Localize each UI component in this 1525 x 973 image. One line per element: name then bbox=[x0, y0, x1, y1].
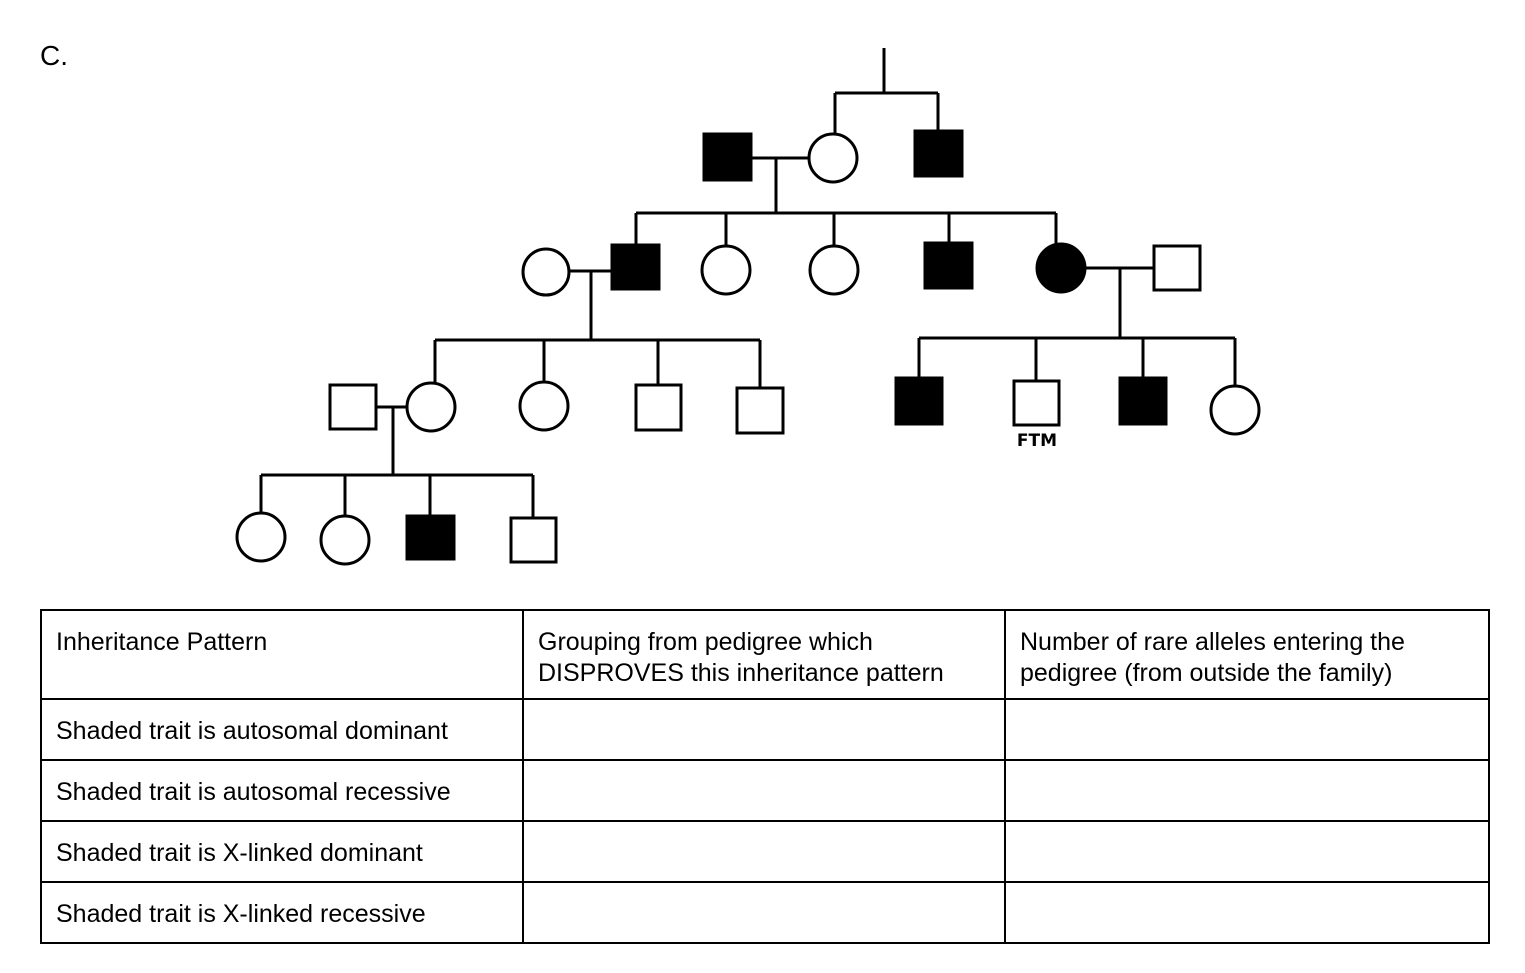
gen2-female-affected bbox=[1035, 242, 1087, 294]
gen3-male-affected-2 bbox=[1118, 376, 1168, 426]
grouping-answer-cell[interactable] bbox=[522, 820, 1006, 883]
gen2-male-affected-2 bbox=[923, 241, 974, 290]
table-row: Shaded trait is autosomal recessive bbox=[40, 759, 1490, 822]
gen4-female-unaffected-2 bbox=[319, 514, 371, 566]
pattern-cell: Shaded trait is autosomal recessive bbox=[40, 759, 524, 822]
alleles-answer-cell[interactable] bbox=[1004, 759, 1490, 822]
pedigree-lines bbox=[259, 48, 1237, 518]
grouping-answer-cell[interactable] bbox=[522, 881, 1006, 944]
table-header-row: Inheritance Pattern Grouping from pedigr… bbox=[40, 609, 1490, 700]
part-label: C. bbox=[40, 40, 68, 71]
header-disproving-grouping: Grouping from pedigree which DISPROVES t… bbox=[522, 609, 1006, 700]
gen3-female-unaffected-3 bbox=[1209, 384, 1261, 436]
gen1-female-unaffected bbox=[807, 132, 859, 184]
pedigree-chart: FTM bbox=[235, 48, 1261, 566]
table-row: Shaded trait is X-linked recessive bbox=[40, 881, 1490, 944]
alleles-answer-cell[interactable] bbox=[1004, 820, 1490, 883]
gen3-female-unaffected-2 bbox=[518, 380, 570, 432]
gen4-male-unaffected bbox=[509, 516, 558, 564]
alleles-answer-cell[interactable] bbox=[1004, 881, 1490, 944]
pattern-cell: Shaded trait is X-linked recessive bbox=[40, 881, 524, 944]
gen2-male-affected-1 bbox=[610, 243, 661, 291]
gen2-female-unaffected-1 bbox=[700, 244, 752, 296]
gen4-female-unaffected-1 bbox=[235, 511, 287, 563]
gen3-male-unaffected-ftm bbox=[1012, 379, 1061, 427]
pattern-cell: Shaded trait is X-linked dominant bbox=[40, 820, 524, 883]
gen3-male-affected-1 bbox=[894, 376, 944, 426]
pedigree-symbols bbox=[235, 129, 1261, 566]
gen3-male-unaffected-spouse bbox=[328, 383, 378, 431]
table-row: Shaded trait is autosomal dominant bbox=[40, 698, 1490, 761]
gen2-male-unaffected-spouse bbox=[1152, 244, 1202, 292]
gen3-male-unaffected-1 bbox=[634, 383, 683, 432]
ftm-label: FTM bbox=[1017, 431, 1057, 451]
gen1-male-affected-brother bbox=[913, 129, 964, 178]
gen3-female-unaffected-1 bbox=[405, 381, 457, 433]
alleles-answer-cell[interactable] bbox=[1004, 698, 1490, 761]
pattern-cell: Shaded trait is autosomal dominant bbox=[40, 698, 524, 761]
gen1-male-affected-spouse bbox=[702, 132, 753, 182]
gen4-male-affected bbox=[405, 514, 456, 561]
header-inheritance-pattern: Inheritance Pattern bbox=[40, 609, 524, 700]
inheritance-table: Inheritance Pattern Grouping from pedigr… bbox=[40, 609, 1490, 944]
grouping-answer-cell[interactable] bbox=[522, 759, 1006, 822]
header-rare-alleles: Number of rare alleles entering the pedi… bbox=[1004, 609, 1490, 700]
gen3-male-unaffected-2 bbox=[735, 386, 785, 435]
gen2-female-unaffected-spouse bbox=[521, 247, 571, 297]
grouping-answer-cell[interactable] bbox=[522, 698, 1006, 761]
table-row: Shaded trait is X-linked dominant bbox=[40, 820, 1490, 883]
gen2-female-unaffected-2 bbox=[808, 244, 860, 296]
